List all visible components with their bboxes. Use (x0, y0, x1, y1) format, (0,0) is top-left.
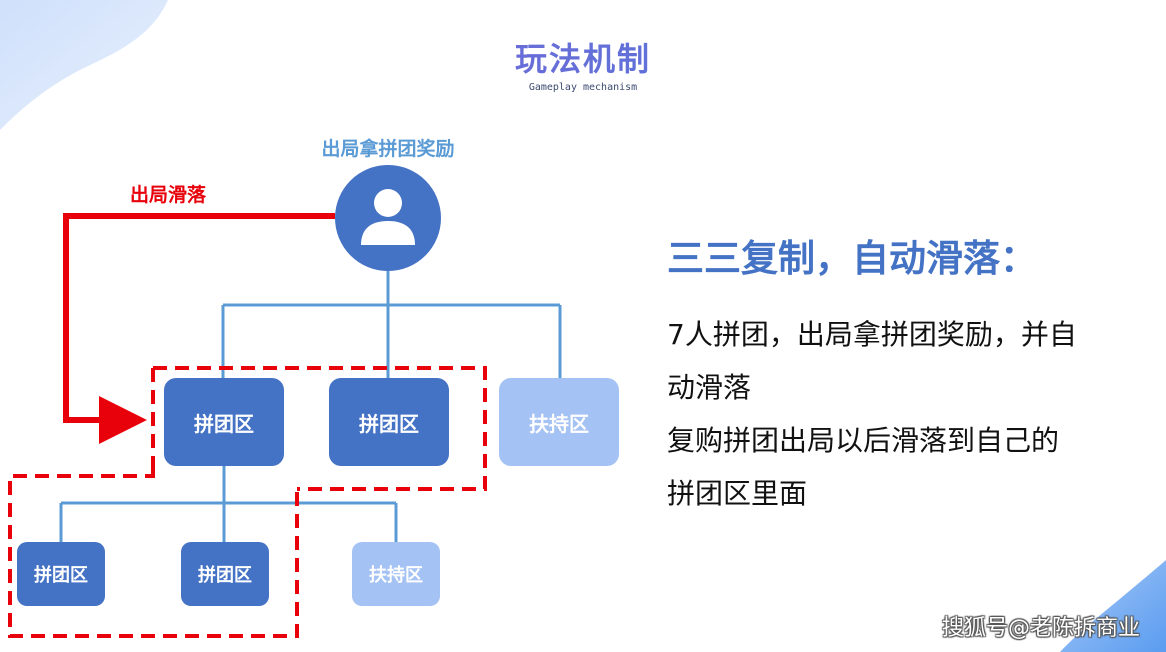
description-line-4: 拼团区里面 (667, 477, 808, 510)
slide-label: 出局滑落 (129, 184, 206, 206)
page-subtitle: Gameplay mechanism (528, 82, 638, 93)
level2-connectors (59, 466, 398, 542)
corner-blob-bottom-right (1060, 560, 1166, 652)
description-line-3: 复购拼团出局以后滑落到自己的 (667, 424, 1060, 457)
level1-support-zone: 扶持区 (499, 378, 619, 466)
corner-blob-top-left (0, 0, 168, 130)
level1-group-zone-2: 拼团区 (329, 378, 449, 466)
description-line-1: 7人拼团，出局拿拼团奖励，并自 (667, 318, 1077, 351)
description-line-2: 动滑落 (667, 371, 752, 404)
level1-group-zone-1: 拼团区 (164, 378, 284, 466)
mechanism-description: 7人拼团，出局拿拼团奖励，并自 动滑落 复购拼团出局以后滑落到自己的 拼团区里面 (667, 308, 1117, 520)
level2-support-zone: 扶持区 (352, 542, 440, 606)
level2-group-zone-2: 拼团区 (181, 542, 269, 606)
watermark: 搜狐号@老陈拆商业 (941, 616, 1140, 641)
dashed-outline-bottom (8, 470, 299, 638)
slide-arrow (63, 213, 335, 444)
mechanism-heading: 三三复制，自动滑落： (667, 237, 1037, 280)
root-label: 出局拿拼团奖励 (321, 138, 455, 160)
level2-group-zone-1: 拼团区 (17, 542, 105, 606)
dashed-outline-top (151, 366, 487, 491)
level1-connectors (221, 271, 562, 378)
avatar (335, 165, 441, 271)
page-title: 玩法机制 (0, 34, 1166, 80)
user-icon (361, 189, 415, 245)
